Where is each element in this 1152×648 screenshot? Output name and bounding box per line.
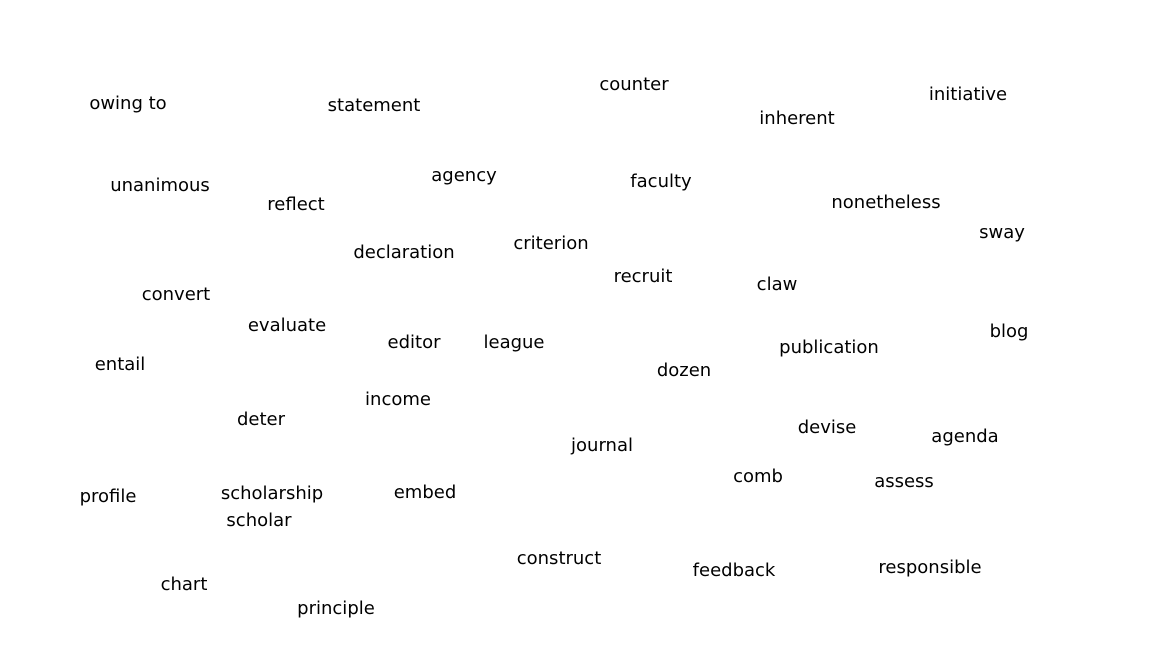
word-chart: chart bbox=[160, 574, 208, 595]
word-responsible: responsible bbox=[878, 557, 982, 578]
word-feedback: feedback bbox=[692, 560, 776, 581]
word-journal: journal bbox=[571, 435, 633, 456]
word-entail: entail bbox=[94, 354, 146, 375]
word-reflect: reflect bbox=[267, 194, 325, 215]
word-statement: statement bbox=[327, 95, 421, 116]
word-nonetheless: nonetheless bbox=[831, 192, 941, 213]
word-comb: comb bbox=[733, 466, 783, 487]
word-claw: claw bbox=[756, 274, 798, 295]
word-principle: principle bbox=[297, 598, 375, 619]
word-deter: deter bbox=[236, 409, 286, 430]
word-publication: publication bbox=[779, 337, 879, 358]
word-dozen: dozen bbox=[656, 360, 712, 381]
word-profile: profile bbox=[79, 486, 137, 507]
word-counter: counter bbox=[599, 74, 669, 95]
word-evaluate: evaluate bbox=[247, 315, 327, 336]
word-inherent: inherent bbox=[759, 108, 835, 129]
word-owing-to: owing to bbox=[89, 93, 167, 114]
word-assess: assess bbox=[874, 471, 934, 492]
word-recruit: recruit bbox=[613, 266, 673, 287]
word-scholarship: scholarship bbox=[220, 483, 324, 504]
word-unanimous: unanimous bbox=[110, 175, 210, 196]
word-devise: devise bbox=[797, 417, 857, 438]
word-blog: blog bbox=[989, 321, 1029, 342]
word-construct: construct bbox=[516, 548, 602, 569]
word-embed: embed bbox=[393, 482, 457, 503]
word-scholar: scholar bbox=[226, 510, 292, 531]
word-initiative: initiative bbox=[928, 84, 1008, 105]
word-income: income bbox=[365, 389, 431, 410]
word-league: league bbox=[483, 332, 545, 353]
word-agenda: agenda bbox=[931, 426, 999, 447]
word-declaration: declaration bbox=[353, 242, 455, 263]
word-sway: sway bbox=[979, 222, 1025, 243]
word-editor: editor bbox=[387, 332, 441, 353]
word-agency: agency bbox=[431, 165, 497, 186]
word-convert: convert bbox=[141, 284, 211, 305]
word-criterion: criterion bbox=[513, 233, 589, 254]
word-faculty: faculty bbox=[630, 171, 692, 192]
